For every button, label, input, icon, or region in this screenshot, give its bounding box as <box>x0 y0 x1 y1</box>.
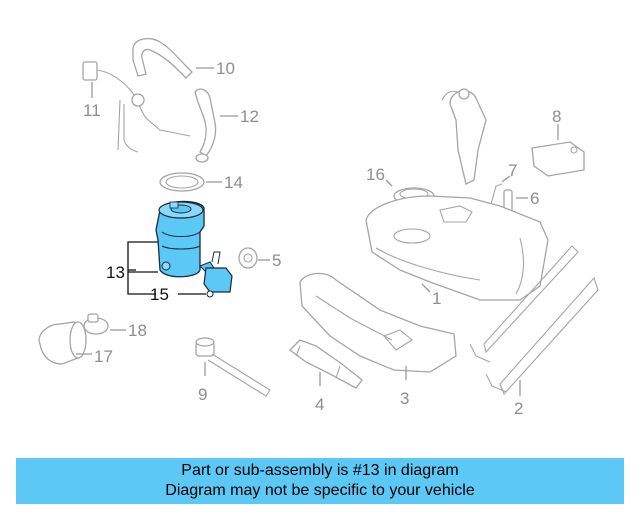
label-18: 18 <box>128 321 147 340</box>
label-15: 15 <box>150 285 169 304</box>
banner-line-2: Diagram may not be specific to your vehi… <box>165 482 475 499</box>
part-5-grommet: 5 <box>238 247 281 270</box>
label-5: 5 <box>272 251 281 270</box>
part-12-hose: 12 <box>194 88 259 163</box>
part-11-line-assembly: 11 <box>82 61 191 153</box>
label-9: 9 <box>198 385 207 404</box>
part-14-seal-ring: 14 <box>159 172 243 192</box>
label-2: 2 <box>514 399 523 418</box>
label-8: 8 <box>552 107 561 126</box>
label-4: 4 <box>315 395 324 414</box>
label-3: 3 <box>400 389 409 408</box>
part-4-bracket: 4 <box>289 339 363 414</box>
label-7: 7 <box>508 161 517 180</box>
callout-15: 15 <box>150 285 206 304</box>
part-2-tank-straps: 2 <box>469 245 599 418</box>
part-6-fitting: 6 <box>503 189 539 213</box>
label-14: 14 <box>224 173 243 192</box>
label-11: 11 <box>83 101 101 120</box>
label-13: 13 <box>106 263 125 282</box>
parts-diagram: 10 11 12 14 <box>38 37 599 418</box>
part-10-hose: 10 <box>132 37 235 79</box>
part-8-bracket: 8 <box>531 107 585 177</box>
part-18-clamp: 18 <box>83 313 147 340</box>
callout-13: 13 <box>106 241 158 295</box>
part-13-fuel-pump-module[interactable] <box>155 200 233 298</box>
label-10: 10 <box>216 59 235 78</box>
info-banner: Part or sub-assembly is #13 in diagram D… <box>16 458 624 504</box>
banner-line-1: Part or sub-assembly is #13 in diagram <box>181 462 459 479</box>
part-1-fuel-tank: 1 <box>365 195 549 308</box>
part-9-sensor: 9 <box>195 337 271 404</box>
label-17: 17 <box>94 347 113 366</box>
label-12: 12 <box>240 107 259 126</box>
part-17-filter: 17 <box>38 321 113 366</box>
label-16: 16 <box>366 165 385 184</box>
filler-neck <box>441 88 487 185</box>
label-1: 1 <box>432 289 441 308</box>
part-7-connector: 7 <box>489 161 517 209</box>
part-3-heat-shield: 3 <box>299 272 457 408</box>
label-6: 6 <box>530 189 539 208</box>
